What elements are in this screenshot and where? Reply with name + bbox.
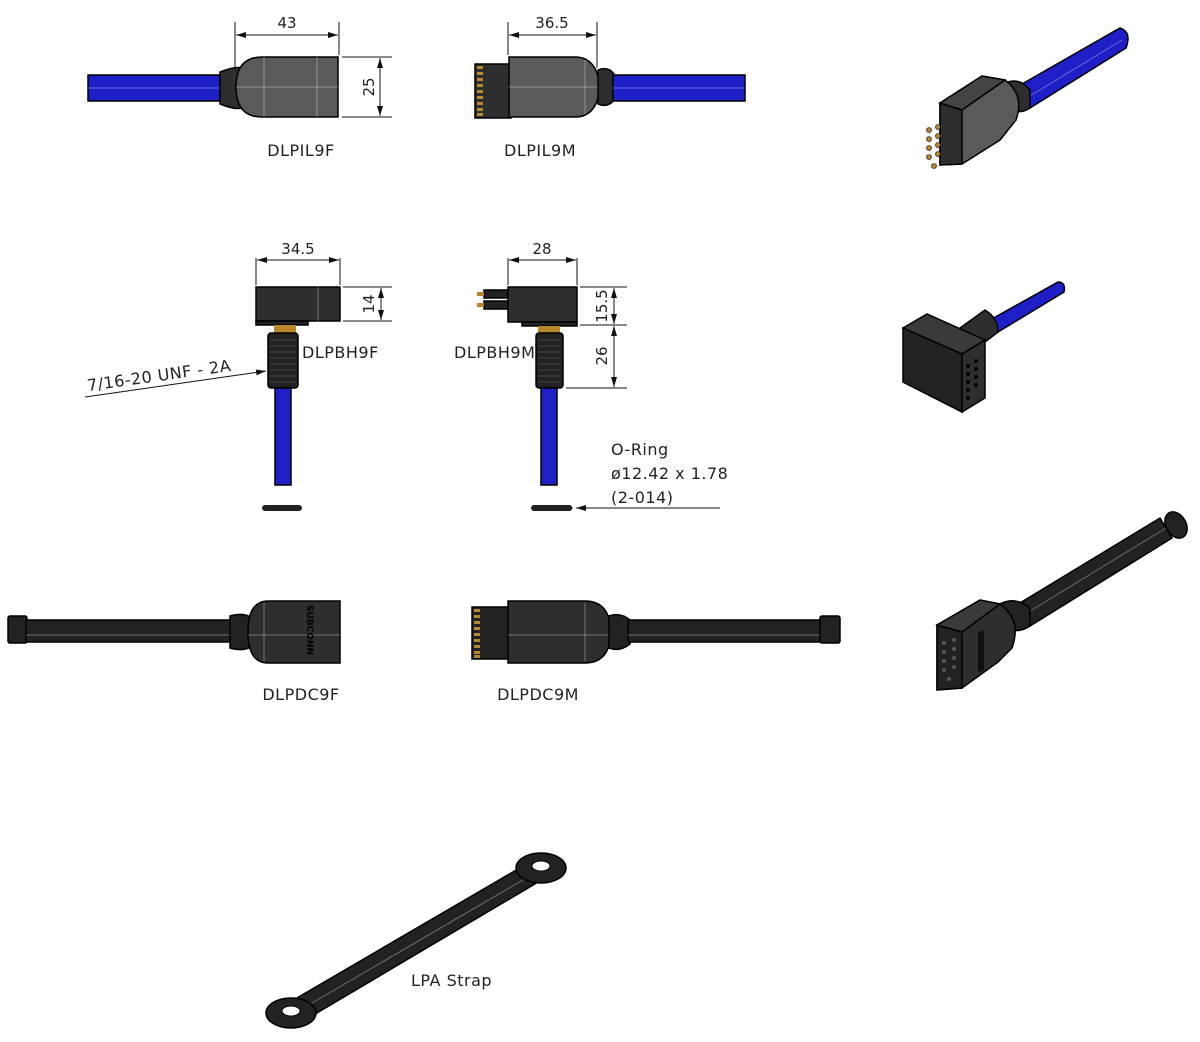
connector-body [255,286,341,322]
part-dlpil9m: 36.5 DLPIL9M [474,14,746,160]
oring-code: (2-014) [611,488,673,507]
part-label: LPA Strap [411,971,492,990]
cable-end-cap [819,615,841,644]
brand-marking: SUBCONN [304,605,314,655]
dim-length: 43 [277,14,296,32]
part-label: DLPDC9M [497,685,579,704]
dim-height: 15.5 [593,289,611,322]
blue-cable [612,74,746,102]
blue-cable [274,387,292,486]
dim-thread-length: 26 [593,346,611,365]
part-label: DLPBH9F [302,343,379,362]
strain-relief [608,613,631,651]
strain-relief [597,67,615,107]
part-label: DLPDC9F [262,685,339,704]
brass-collar [538,326,560,334]
cable-end-cap [7,615,28,644]
thread-leader [84,369,267,398]
socket-holes-icon [966,359,978,400]
iso-view-dlpdc9f [935,511,1188,691]
part-dlpdc9m: DLPDC9M [471,600,841,704]
iso-view-dlpbh9f [901,281,1066,414]
part-lpa-strap: LPA Strap [265,852,567,1029]
black-cable [25,619,233,643]
connector-body [507,286,578,323]
dim-width: 34.5 [281,240,314,258]
o-ring [262,505,302,511]
gold-pins-icon [471,606,511,660]
part-dlpbh9f: 34.5 14 DLPBH9F 7/16-20 UNF - 2A [84,240,392,511]
blue-cable [87,74,231,102]
threaded-stem [535,332,564,389]
black-cable [627,619,823,643]
gold-pins-icon [477,289,511,310]
thread-callout: 7/16-20 UNF - 2A [86,356,232,395]
gold-pins-icon [926,124,941,169]
part-label: DLPBH9M [454,343,535,362]
blue-cable [540,387,558,486]
socket-holes-icon [942,638,956,681]
oring-size: ø12.42 x 1.78 [611,464,728,483]
dim-width: 28 [532,240,551,258]
dim-height: 14 [360,294,378,313]
o-ring [531,505,573,511]
connector-body [235,56,339,118]
part-dlpbh9m: 28 15.5 26 DLPBH9M O-Ring ø12.42 x 1.78 … [454,240,728,511]
threaded-stem [267,332,299,389]
connector-body [247,600,341,664]
connector-body [507,600,612,664]
part-label: DLPIL9M [504,141,576,160]
iso-view-dlpil9m [926,27,1129,169]
part-label: DLPIL9F [267,141,334,160]
oring-title: O-Ring [611,440,669,459]
part-dlpil9f: 43 25 DLPIL9F [87,14,392,160]
part-dlpdc9f: SUBCONN DLPDC9F [7,600,341,704]
dim-height: 25 [360,77,378,96]
brass-collar [274,325,296,333]
gold-pins-icon [474,63,512,119]
dim-length: 36.5 [535,14,568,32]
